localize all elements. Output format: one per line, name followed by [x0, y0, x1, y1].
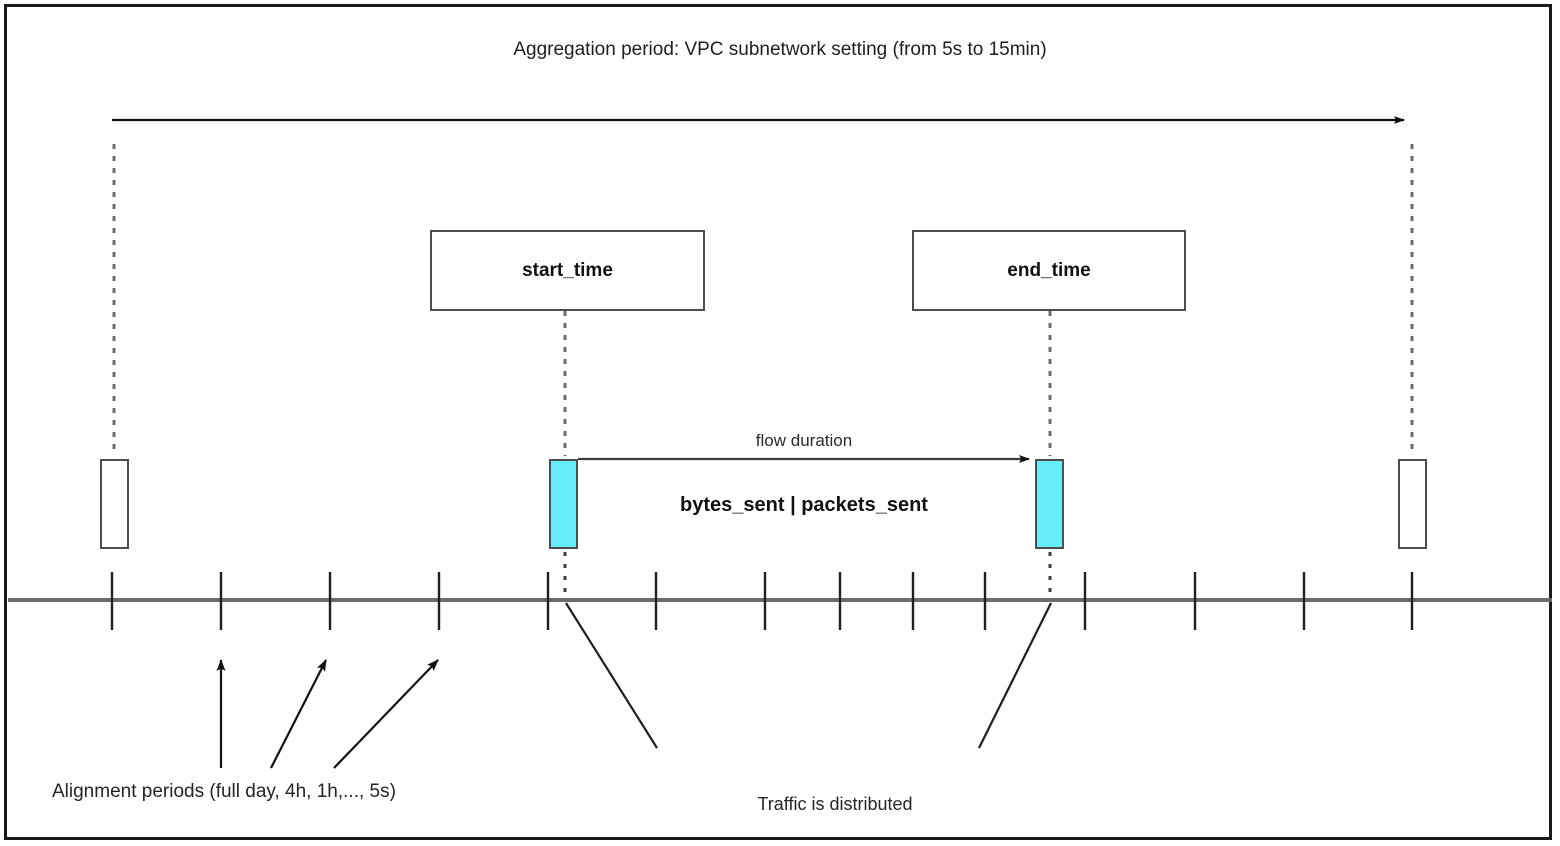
end-time-label: end_time [1007, 259, 1091, 281]
alignment-periods-label: Alignment periods (full day, 4h, 1h,...,… [52, 781, 396, 802]
traffic-note-leader-left [565, 602, 658, 749]
aggregation-start-marker [100, 459, 129, 549]
traffic-note-line-1: Traffic is distributed [757, 794, 913, 814]
page-title: Aggregation period: VPC subnetwork setti… [513, 39, 1047, 60]
metrics-label: bytes_sent | packets_sent [680, 494, 928, 516]
flow-start-marker [549, 459, 578, 549]
start-time-box[interactable]: start_time [430, 230, 705, 311]
aggregation-end-marker [1398, 459, 1427, 549]
traffic-note-leader-right [978, 602, 1052, 749]
end-time-box[interactable]: end_time [912, 230, 1186, 311]
start-time-label: start_time [522, 259, 613, 281]
diagram-frame [4, 4, 1552, 840]
alignment-callout-arrow-2 [270, 659, 327, 769]
traffic-distribution-note: Traffic is distributed proportionally am… [690, 748, 980, 846]
alignment-callout-arrow-3 [333, 659, 439, 769]
timeline-ticks [110, 572, 1414, 630]
flow-duration-label: flow duration [755, 431, 853, 450]
flow-end-marker [1035, 459, 1064, 549]
